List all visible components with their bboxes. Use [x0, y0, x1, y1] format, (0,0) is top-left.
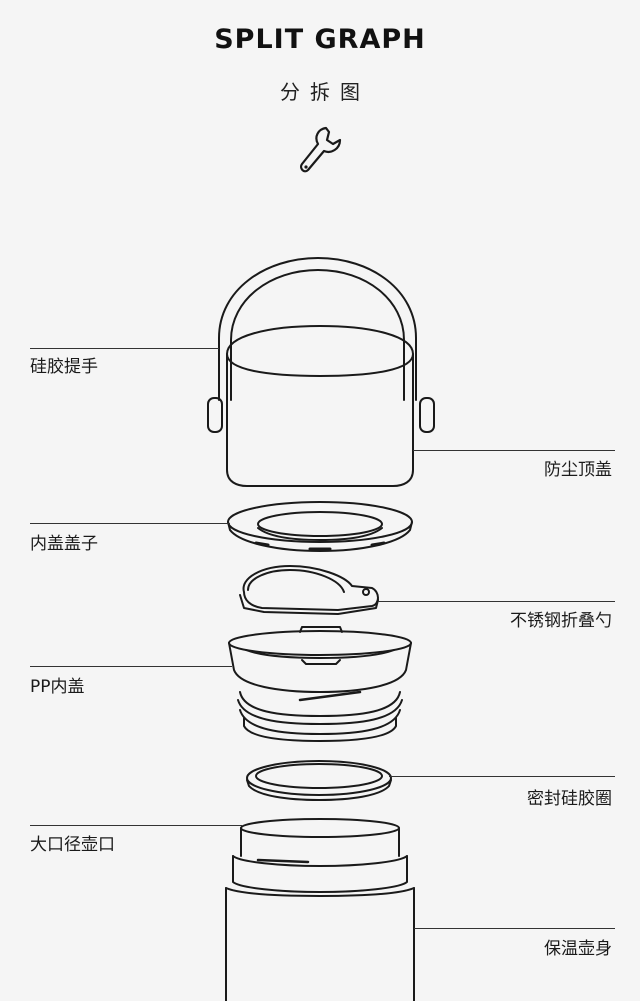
- label-pp-inner-lid: PP内盖: [30, 677, 85, 697]
- page-subtitle: 分拆图: [280, 80, 370, 104]
- label-wide-mouth: 大口径壶口: [30, 835, 115, 855]
- label-inner-lid-cap: 内盖盖子: [30, 534, 98, 554]
- leader-folding-spoon: [378, 601, 615, 602]
- insulated-pot-part: [225, 818, 415, 1001]
- page-title: SPLIT GRAPH: [214, 24, 426, 55]
- sealing-ring-part: [246, 760, 392, 801]
- inner-lid-cap-part: [227, 501, 413, 552]
- label-sealing-ring: 密封硅胶圈: [527, 789, 612, 809]
- dust-cover-part: [226, 325, 414, 487]
- label-folding-spoon: 不锈钢折叠勺: [510, 611, 612, 631]
- label-dust-cover: 防尘顶盖: [544, 460, 612, 480]
- leader-dust-cover: [413, 450, 615, 451]
- leader-insulated-pot: [414, 928, 615, 929]
- folding-spoon-part: [239, 565, 379, 615]
- label-insulated-pot: 保温壶身: [544, 939, 612, 959]
- leader-inner-lid-cap: [30, 523, 230, 524]
- leader-sealing-ring: [389, 776, 615, 777]
- wrench-icon: [300, 126, 342, 173]
- silicone-handle-part: [207, 257, 435, 433]
- leader-wide-mouth: [30, 825, 242, 826]
- leader-pp-inner-lid: [30, 666, 232, 667]
- label-silicone-handle: 硅胶提手: [30, 357, 98, 377]
- leader-silicone-handle: [30, 348, 219, 349]
- pp-inner-lid-part: [228, 626, 412, 742]
